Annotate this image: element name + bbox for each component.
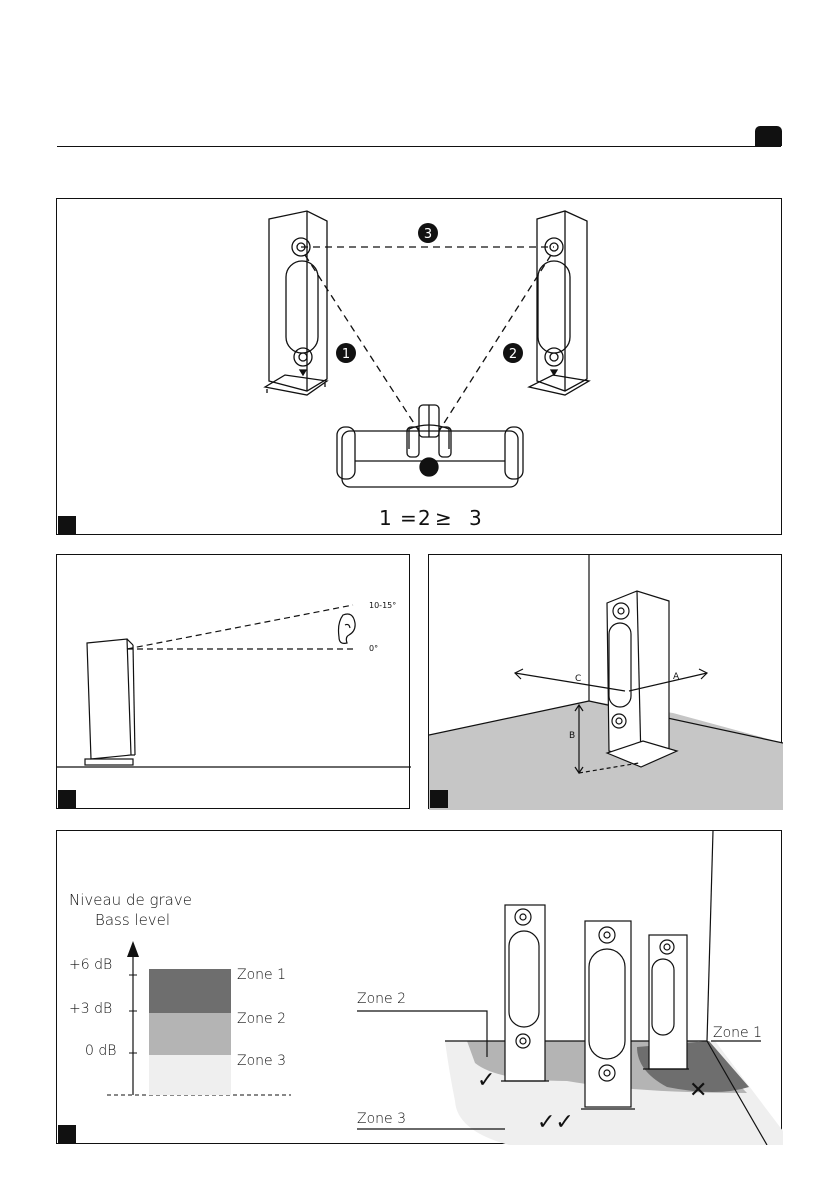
angle-label-bottom: 0° — [369, 644, 378, 653]
equation-equals: = — [400, 506, 417, 530]
panel-bass-zones: Niveau de grave Bass level +6 dB +3 dB 0… — [56, 830, 782, 1144]
level-label-0: 0 dB — [85, 1043, 116, 1059]
panel-2-corner-marker — [58, 790, 76, 808]
zone-2-swatch — [149, 1013, 231, 1055]
left-speaker-illustration — [265, 211, 327, 395]
listening-triangle-figure: 1 2 3 1 = 2 ≥ 3 — [57, 199, 783, 536]
marker-1: 1 — [336, 343, 356, 363]
zone-1-swatch — [149, 969, 231, 1013]
equation-term-1: 1 — [379, 506, 392, 530]
panel-listening-height: 10-15° 0° — [56, 554, 410, 809]
marker-3: 3 — [418, 223, 438, 243]
dimension-b-label: B — [569, 731, 575, 741]
angle-label-top: 10-15° — [369, 601, 396, 610]
header-rule — [57, 146, 781, 147]
listening-height-figure: 10-15° 0° — [57, 555, 411, 810]
distance-equation: 1 = 2 ≥ 3 — [379, 506, 482, 530]
bass-level-title-fr: Niveau de grave — [69, 891, 192, 909]
level-label-plus3: +3 dB — [69, 1001, 112, 1017]
listening-triangle-lines — [301, 247, 554, 431]
panel-listening-triangle: 1 2 3 1 = 2 ≥ 3 — [56, 198, 782, 535]
dimension-c-label: C — [575, 674, 581, 684]
dimension-a-label: A — [673, 672, 680, 682]
equation-term-3: 3 — [469, 506, 482, 530]
couch-with-listener — [337, 405, 523, 487]
callout-zone-2: Zone 2 — [357, 991, 406, 1007]
cross-zone1-icon: ✕ — [689, 1078, 707, 1103]
equation-greater-equal: ≥ — [435, 506, 452, 530]
zone-3-swatch — [149, 1055, 231, 1095]
bass-level-title-en: Bass level — [95, 911, 170, 929]
check-zone2-icon: ✓ — [477, 1068, 495, 1093]
callout-zone-1: Zone 1 — [713, 1025, 762, 1041]
marker-2: 2 — [503, 343, 523, 363]
double-check-zone3-icon: ✓✓ — [537, 1110, 574, 1135]
svg-text:1: 1 — [342, 347, 350, 362]
zone-3-label: Zone 3 — [237, 1053, 286, 1069]
equation-term-2: 2 — [418, 506, 431, 530]
svg-text:2: 2 — [509, 347, 517, 362]
panel-4-corner-marker — [58, 1125, 76, 1143]
zone-1-label: Zone 1 — [237, 967, 286, 983]
panel-3-corner-marker — [430, 790, 448, 808]
panel-wall-distances: C A B — [428, 554, 782, 809]
page-tab-marker — [755, 126, 782, 146]
right-speaker-illustration — [529, 211, 589, 395]
level-label-plus6: +6 dB — [69, 957, 112, 973]
wall-distances-figure: C A B — [429, 555, 783, 810]
panel-1-corner-marker — [58, 516, 76, 534]
callout-zone-3: Zone 3 — [357, 1111, 406, 1127]
room-bass-zones-figure: ✓ ✓✓ ✕ — [337, 831, 783, 1145]
svg-text:3: 3 — [424, 227, 432, 242]
zone-2-label: Zone 2 — [237, 1011, 286, 1027]
